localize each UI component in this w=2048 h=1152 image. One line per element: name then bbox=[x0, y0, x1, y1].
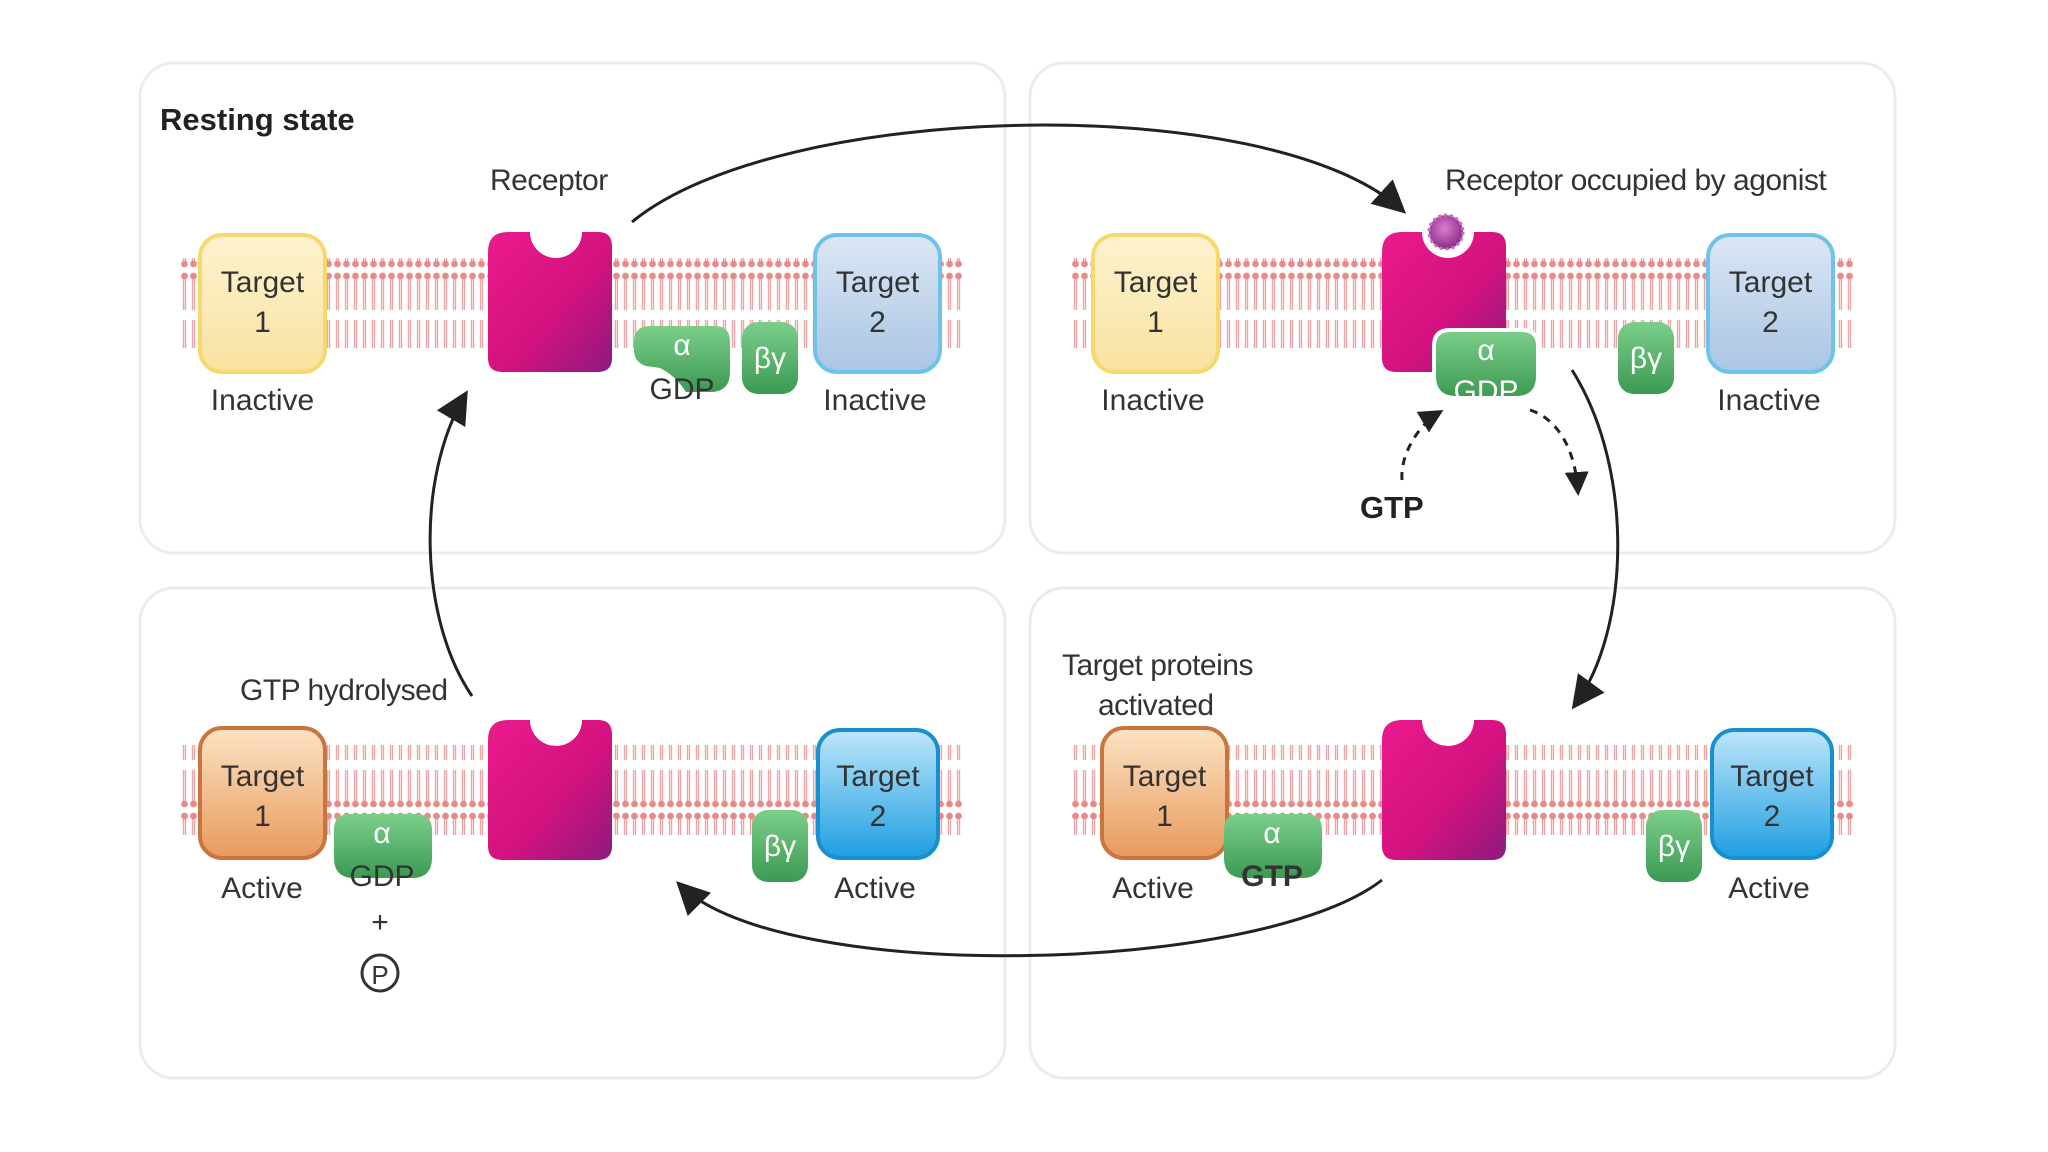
plus-sign: + bbox=[371, 906, 389, 939]
betagamma-label: βγ bbox=[764, 830, 796, 863]
nucleotide-label: GDP bbox=[349, 860, 414, 893]
target-state: Inactive bbox=[1101, 384, 1204, 417]
target-state: Active bbox=[1112, 872, 1194, 905]
phosphate-label: P bbox=[371, 960, 388, 990]
nucleotide-label: GTP bbox=[1241, 860, 1303, 893]
caption-line-2: activated bbox=[1098, 689, 1214, 722]
target-state: Inactive bbox=[211, 384, 314, 417]
gtp-entry-arrow bbox=[1400, 409, 1444, 481]
target-state: Active bbox=[221, 872, 303, 905]
target-number: 2 bbox=[1762, 306, 1779, 339]
target-1: Target 1 Inactive bbox=[1091, 233, 1220, 417]
target-number: 2 bbox=[869, 306, 886, 339]
target-name: Target bbox=[1123, 760, 1207, 793]
target-number: 2 bbox=[870, 800, 887, 833]
alpha-label: α bbox=[673, 329, 690, 362]
target-1: Target 1 Active bbox=[1100, 726, 1229, 905]
target-number: 1 bbox=[254, 306, 271, 339]
g-betagamma-subunit: βγ bbox=[1618, 322, 1674, 394]
target-1: Target 1 Active bbox=[198, 726, 327, 905]
target-name: Target bbox=[1729, 266, 1813, 299]
cycle-arrow-reassociation bbox=[428, 390, 474, 697]
g-alpha-subunit: α GDP bbox=[1432, 328, 1540, 408]
panel-title: Resting state bbox=[160, 102, 355, 137]
target-2: Target 2 Inactive bbox=[1706, 233, 1835, 417]
target-name: Target bbox=[1114, 266, 1198, 299]
g-betagamma-subunit: βγ bbox=[742, 322, 798, 394]
cycle-arrow-alpha-dissociation bbox=[1570, 369, 1620, 710]
target-2: Target 2 Active bbox=[1710, 728, 1834, 905]
g-alpha-subunit: α GDP bbox=[334, 814, 432, 893]
caption: GTP hydrolysed bbox=[240, 674, 448, 707]
gtp-label: GTP bbox=[1360, 490, 1424, 525]
alpha-label: α bbox=[373, 817, 390, 850]
betagamma-label: βγ bbox=[1630, 342, 1662, 375]
target-name: Target bbox=[221, 266, 305, 299]
receptor bbox=[488, 232, 612, 372]
g-betagamma-subunit: βγ bbox=[752, 810, 808, 882]
receptor-label: Receptor bbox=[490, 164, 608, 197]
panel-targets-activated-content: Target proteins activated Target 1 Activ… bbox=[1062, 649, 1834, 905]
target-name: Target bbox=[221, 760, 305, 793]
receptor-label: Receptor occupied by agonist bbox=[1445, 164, 1827, 197]
target-state: Active bbox=[1728, 872, 1810, 905]
betagamma-label: βγ bbox=[1658, 830, 1690, 863]
target-1: Target 1 Inactive bbox=[198, 233, 327, 417]
caption-line-1: Target proteins bbox=[1062, 649, 1253, 682]
target-state: Inactive bbox=[823, 384, 926, 417]
target-2: Target 2 Active bbox=[816, 728, 940, 905]
alpha-label: α bbox=[1477, 334, 1494, 367]
phosphate-icon: P bbox=[360, 953, 400, 993]
target-number: 1 bbox=[254, 800, 271, 833]
alpha-label: α bbox=[1263, 817, 1280, 850]
receptor bbox=[488, 720, 612, 860]
target-name: Target bbox=[1730, 760, 1814, 793]
panel-agonist-bound-content: Receptor occupied by agonist Target 1 In… bbox=[1091, 164, 1835, 525]
receptor bbox=[1382, 720, 1506, 860]
nucleotide-label: GDP bbox=[1453, 375, 1518, 408]
target-number: 1 bbox=[1156, 800, 1173, 833]
target-name: Target bbox=[836, 760, 920, 793]
panel-resting-state-content: Resting state Receptor Target 1 Inactive… bbox=[160, 102, 942, 417]
g-betagamma-subunit: βγ bbox=[1646, 810, 1702, 882]
g-alpha-subunit: α GDP bbox=[634, 326, 730, 406]
nucleotide-label: GDP bbox=[649, 373, 714, 406]
target-state: Active bbox=[834, 872, 916, 905]
target-number: 1 bbox=[1147, 306, 1164, 339]
agonist-molecule bbox=[1422, 208, 1470, 256]
target-2: Target 2 Inactive bbox=[813, 233, 942, 417]
target-state: Inactive bbox=[1717, 384, 1820, 417]
cycle-arrow-agonist-binding bbox=[631, 123, 1407, 224]
cycle-arrow-gtp-hydrolysis bbox=[676, 878, 1383, 958]
panel-gtp-hydrolysed-content: GTP hydrolysed Target 1 Active α GDP + P… bbox=[198, 674, 940, 993]
target-name: Target bbox=[836, 266, 920, 299]
g-alpha-subunit: α GTP bbox=[1224, 814, 1322, 893]
target-number: 2 bbox=[1764, 800, 1781, 833]
betagamma-label: βγ bbox=[754, 342, 786, 375]
